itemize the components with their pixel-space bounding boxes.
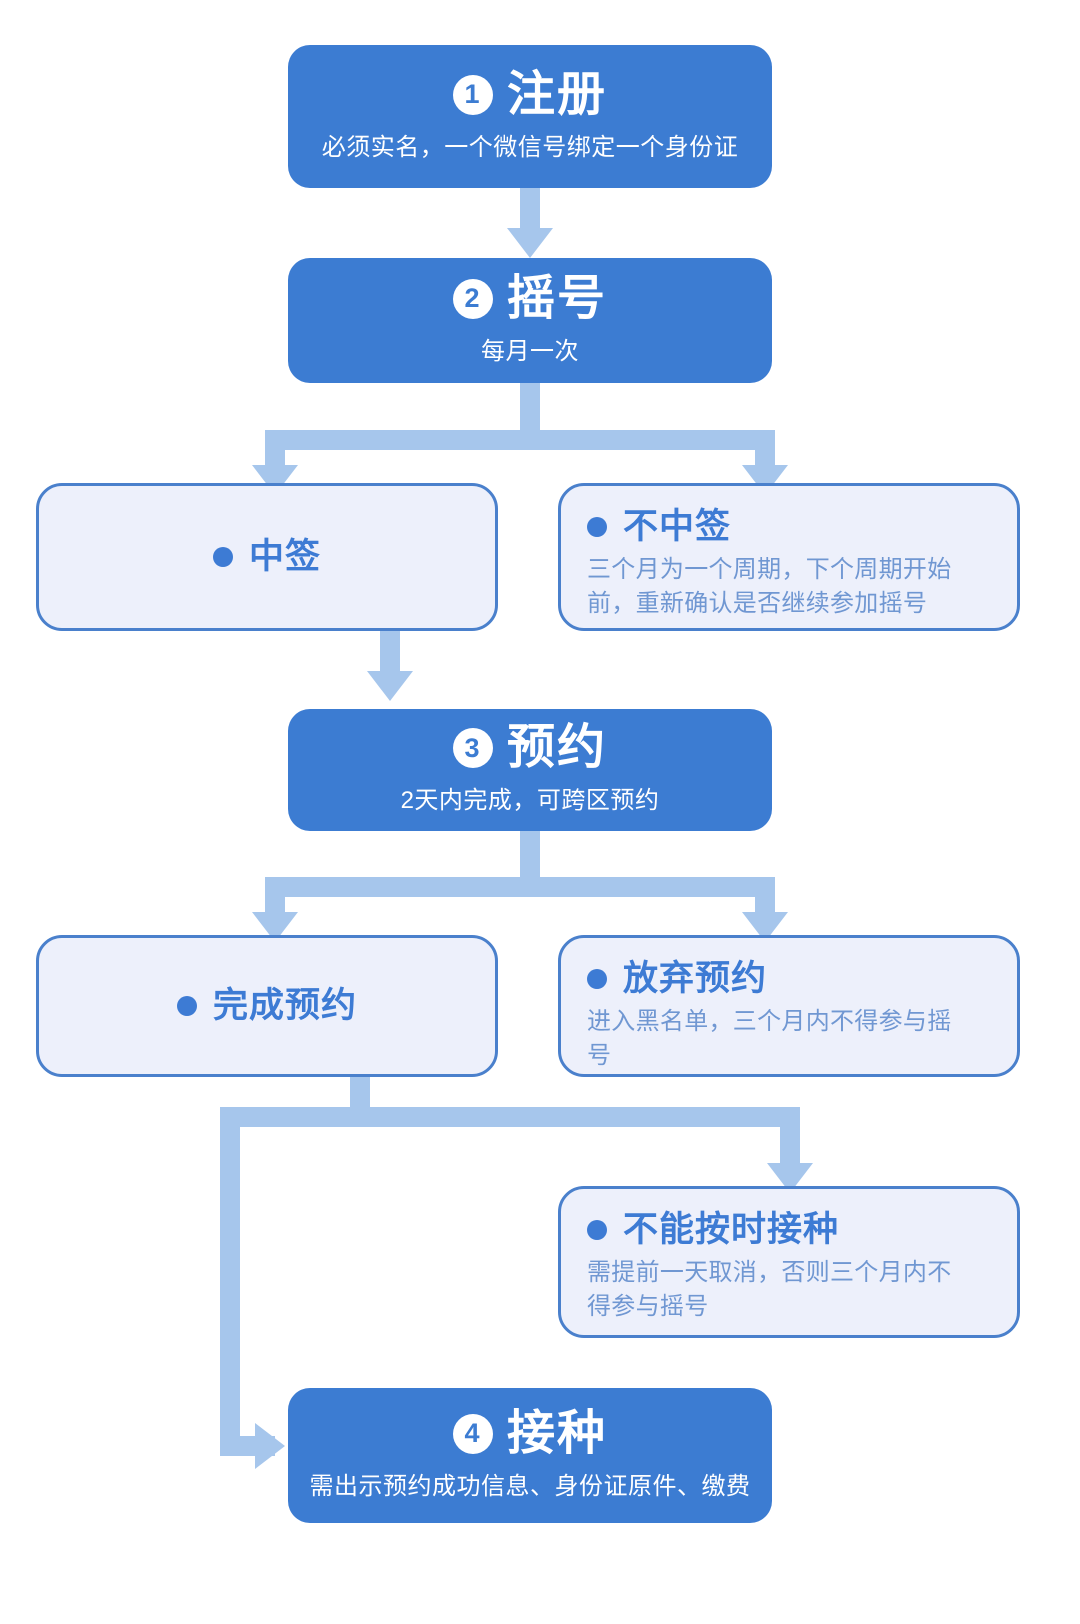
outcome-content-completed: 完成预约 bbox=[39, 938, 495, 1074]
outcome-node-win: 中签 bbox=[36, 483, 498, 631]
step-desc-register: 必须实名，一个微信号绑定一个身份证 bbox=[321, 133, 739, 161]
step-label: 摇号 bbox=[506, 271, 607, 325]
outcome-title-abandoned: 放弃预约 bbox=[623, 959, 768, 998]
step-number-badge: 1 bbox=[452, 74, 493, 115]
step-node-appointment: 3 预约 2天内完成，可跨区预约 bbox=[288, 709, 772, 831]
step-number-badge: 2 bbox=[452, 278, 493, 319]
arrow-head-loop-to-vaccinate bbox=[255, 1423, 285, 1469]
step-desc-appointment: 2天内完成，可跨区预约 bbox=[400, 787, 660, 814]
step-desc-lottery: 每月一次 bbox=[481, 337, 579, 365]
connector-appointment-left-drop bbox=[265, 877, 285, 912]
outcome-node-lose: 不中签 三个月为一个周期，下个周期开始前，重新确认是否继续参加摇号 bbox=[558, 483, 1020, 631]
bullet-dot-icon bbox=[587, 517, 607, 538]
outcome-title-missed: 不能按时接种 bbox=[623, 1210, 840, 1249]
connector-appointment-right-drop bbox=[755, 877, 775, 912]
outcome-title-lose: 不中签 bbox=[623, 507, 732, 546]
outcome-head-missed: 不能按时接种 bbox=[587, 1210, 991, 1250]
step-label: 预约 bbox=[506, 721, 607, 774]
bullet-dot-icon bbox=[587, 1220, 607, 1241]
outcome-head-lose: 不中签 bbox=[587, 507, 991, 547]
outcome-node-abandoned: 放弃预约 进入黑名单，三个月内不得参与摇号 bbox=[558, 935, 1020, 1077]
outcome-title-completed: 完成预约 bbox=[212, 985, 357, 1025]
step-node-lottery: 2 摇号 每月一次 bbox=[288, 258, 772, 383]
outcome-node-missed: 不能按时接种 需提前一天取消，否则三个月内不得参与摇号 bbox=[558, 1186, 1020, 1338]
outcome-desc-lose: 三个月为一个周期，下个周期开始前，重新确认是否继续参加摇号 bbox=[587, 555, 952, 617]
outcome-node-completed: 完成预约 bbox=[36, 935, 498, 1077]
connector-completed-bar bbox=[220, 1107, 800, 1127]
outcome-title-win: 中签 bbox=[248, 536, 321, 576]
arrow-head-register-to-lottery bbox=[507, 228, 553, 258]
connector-appointment-bar bbox=[265, 877, 775, 897]
connector-register-to-lottery bbox=[520, 188, 540, 228]
outcome-content-win: 中签 bbox=[39, 486, 495, 628]
connector-lottery-left-drop bbox=[265, 430, 285, 465]
outcome-content-missed: 不能按时接种 需提前一天取消，否则三个月内不得参与摇号 bbox=[561, 1189, 1017, 1335]
step-title-appointment: 3 预约 bbox=[452, 721, 607, 774]
bullet-dot-icon bbox=[587, 969, 607, 990]
outcome-content-abandoned: 放弃预约 进入黑名单，三个月内不得参与摇号 bbox=[561, 938, 1017, 1074]
connector-lottery-stem bbox=[520, 383, 540, 430]
connector-win-to-appointment bbox=[380, 631, 400, 671]
step-node-register: 1 注册 必须实名，一个微信号绑定一个身份证 bbox=[288, 45, 772, 188]
arrow-head-win-to-appointment bbox=[367, 671, 413, 701]
outcome-content-lose: 不中签 三个月为一个周期，下个周期开始前，重新确认是否继续参加摇号 bbox=[561, 486, 1017, 628]
connector-lottery-bar bbox=[265, 430, 775, 450]
step-number-badge: 4 bbox=[452, 1413, 493, 1454]
connector-to-missed-drop bbox=[780, 1107, 800, 1163]
step-node-vaccinate: 4 接种 需出示预约成功信息、身份证原件、缴费 bbox=[288, 1388, 772, 1523]
outcome-desc-abandoned: 进入黑名单，三个月内不得参与摇号 bbox=[587, 1007, 952, 1069]
outcome-head-win: 中签 bbox=[212, 536, 321, 577]
step-number-badge: 3 bbox=[452, 728, 493, 768]
connector-loop-left-drop bbox=[220, 1107, 240, 1456]
outcome-head-abandoned: 放弃预约 bbox=[587, 959, 991, 999]
bullet-dot-icon bbox=[176, 996, 197, 1016]
step-label: 接种 bbox=[506, 1406, 607, 1460]
step-title-lottery: 2 摇号 bbox=[452, 271, 607, 325]
step-label: 注册 bbox=[506, 67, 607, 121]
connector-appointment-stem bbox=[520, 831, 540, 877]
connector-completed-stem bbox=[350, 1077, 370, 1107]
step-title-register: 1 注册 bbox=[452, 67, 607, 121]
outcome-head-completed: 完成预约 bbox=[176, 985, 357, 1026]
outcome-desc-missed: 需提前一天取消，否则三个月内不得参与摇号 bbox=[587, 1258, 952, 1320]
step-desc-vaccinate: 需出示预约成功信息、身份证原件、缴费 bbox=[309, 1472, 751, 1500]
step-title-vaccinate: 4 接种 bbox=[452, 1406, 607, 1460]
connector-lottery-right-drop bbox=[755, 430, 775, 465]
bullet-dot-icon bbox=[212, 547, 233, 567]
